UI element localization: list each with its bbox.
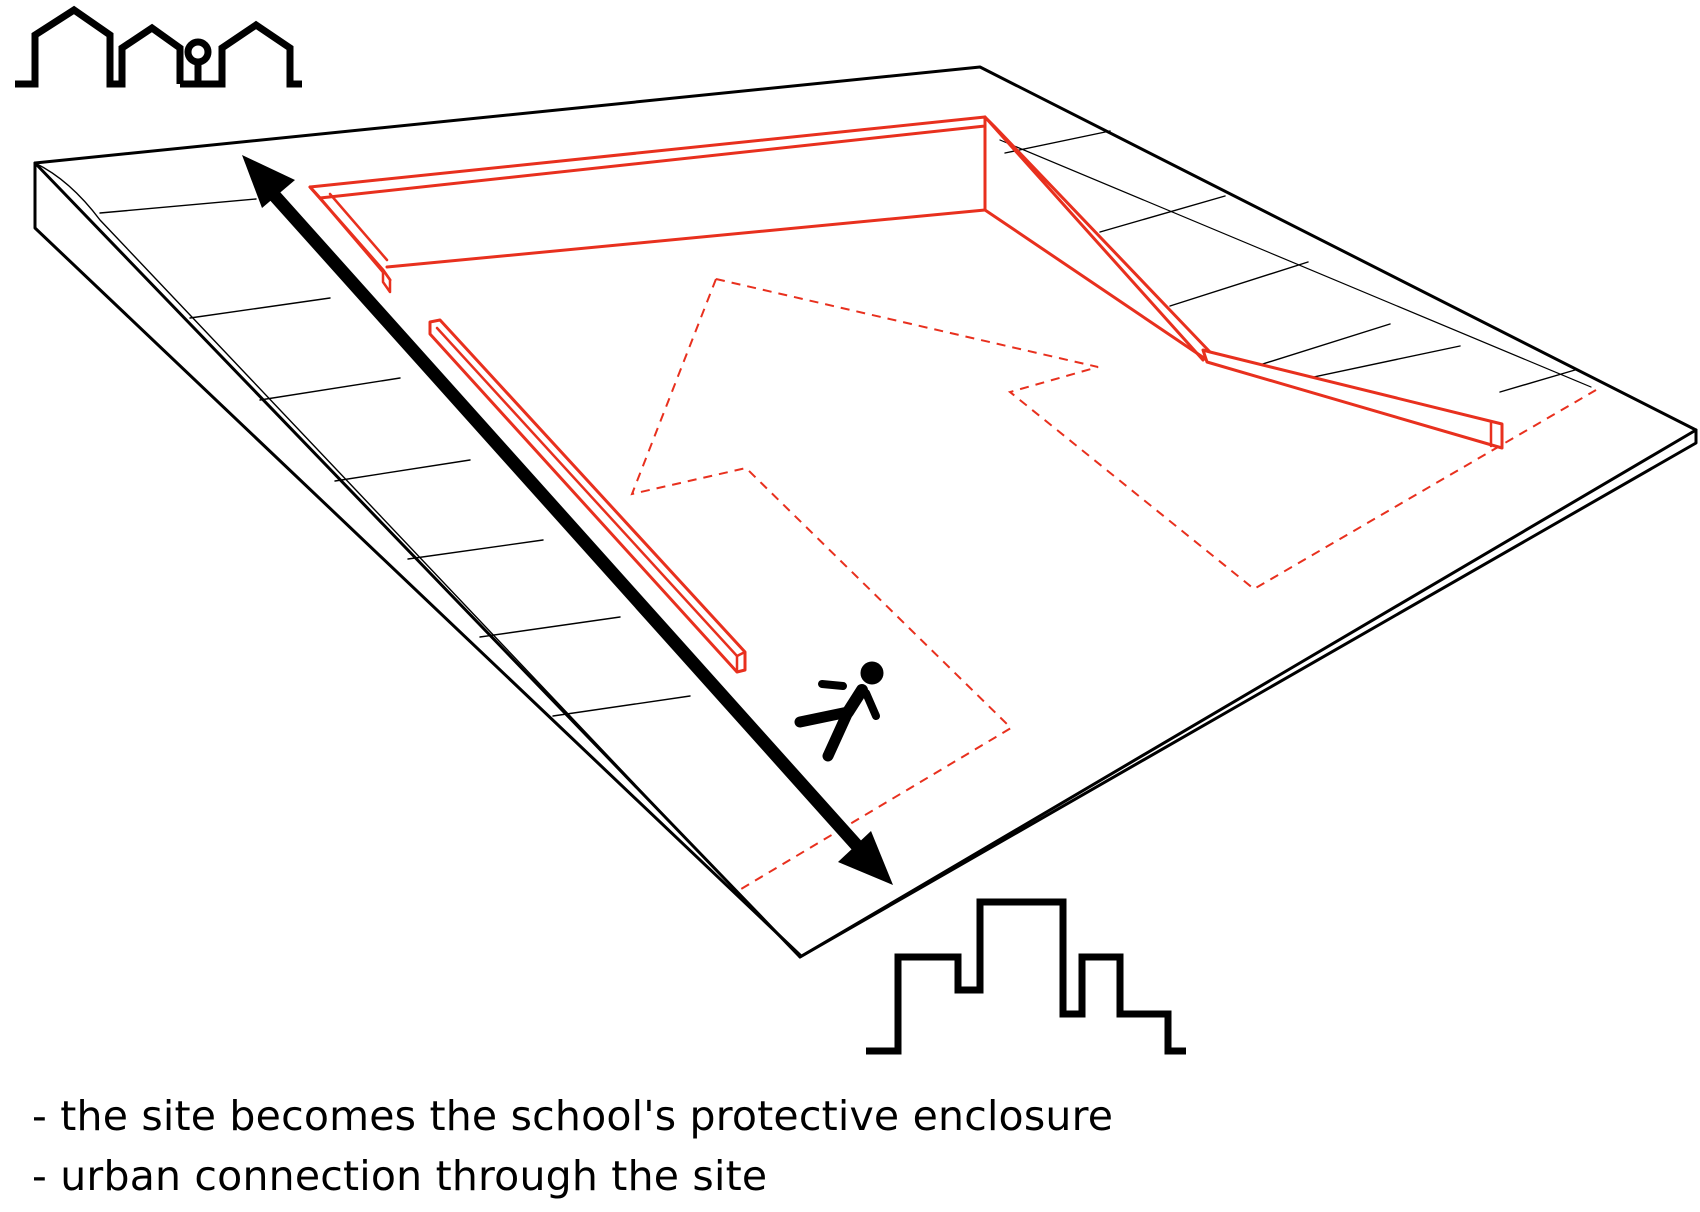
walking-person-icon xyxy=(794,661,884,762)
dashed-footprint xyxy=(630,278,1597,893)
left-curb-line xyxy=(34,162,736,891)
right-street-stripes xyxy=(1004,130,1576,393)
caption-urban-connection: - urban connection through the site xyxy=(32,1152,768,1200)
right-curb-line xyxy=(999,139,1592,388)
site-left-edge-face xyxy=(33,161,802,957)
houses-and-tree-icon xyxy=(15,5,302,88)
caption-list: - the site becomes the school's protecti… xyxy=(32,1086,1113,1206)
site-right-edge-face xyxy=(798,428,1698,959)
enclosure-walls xyxy=(308,115,1504,674)
top-wall-left-end-face xyxy=(381,268,392,294)
double-headed-arrow-icon xyxy=(242,155,893,885)
site-platform xyxy=(33,65,1698,959)
city-skyline-icon xyxy=(866,898,1186,1055)
left-street-stripes xyxy=(99,198,691,717)
right-wall xyxy=(1201,348,1504,450)
caption-enclosure: - the site becomes the school's protecti… xyxy=(32,1092,1114,1140)
